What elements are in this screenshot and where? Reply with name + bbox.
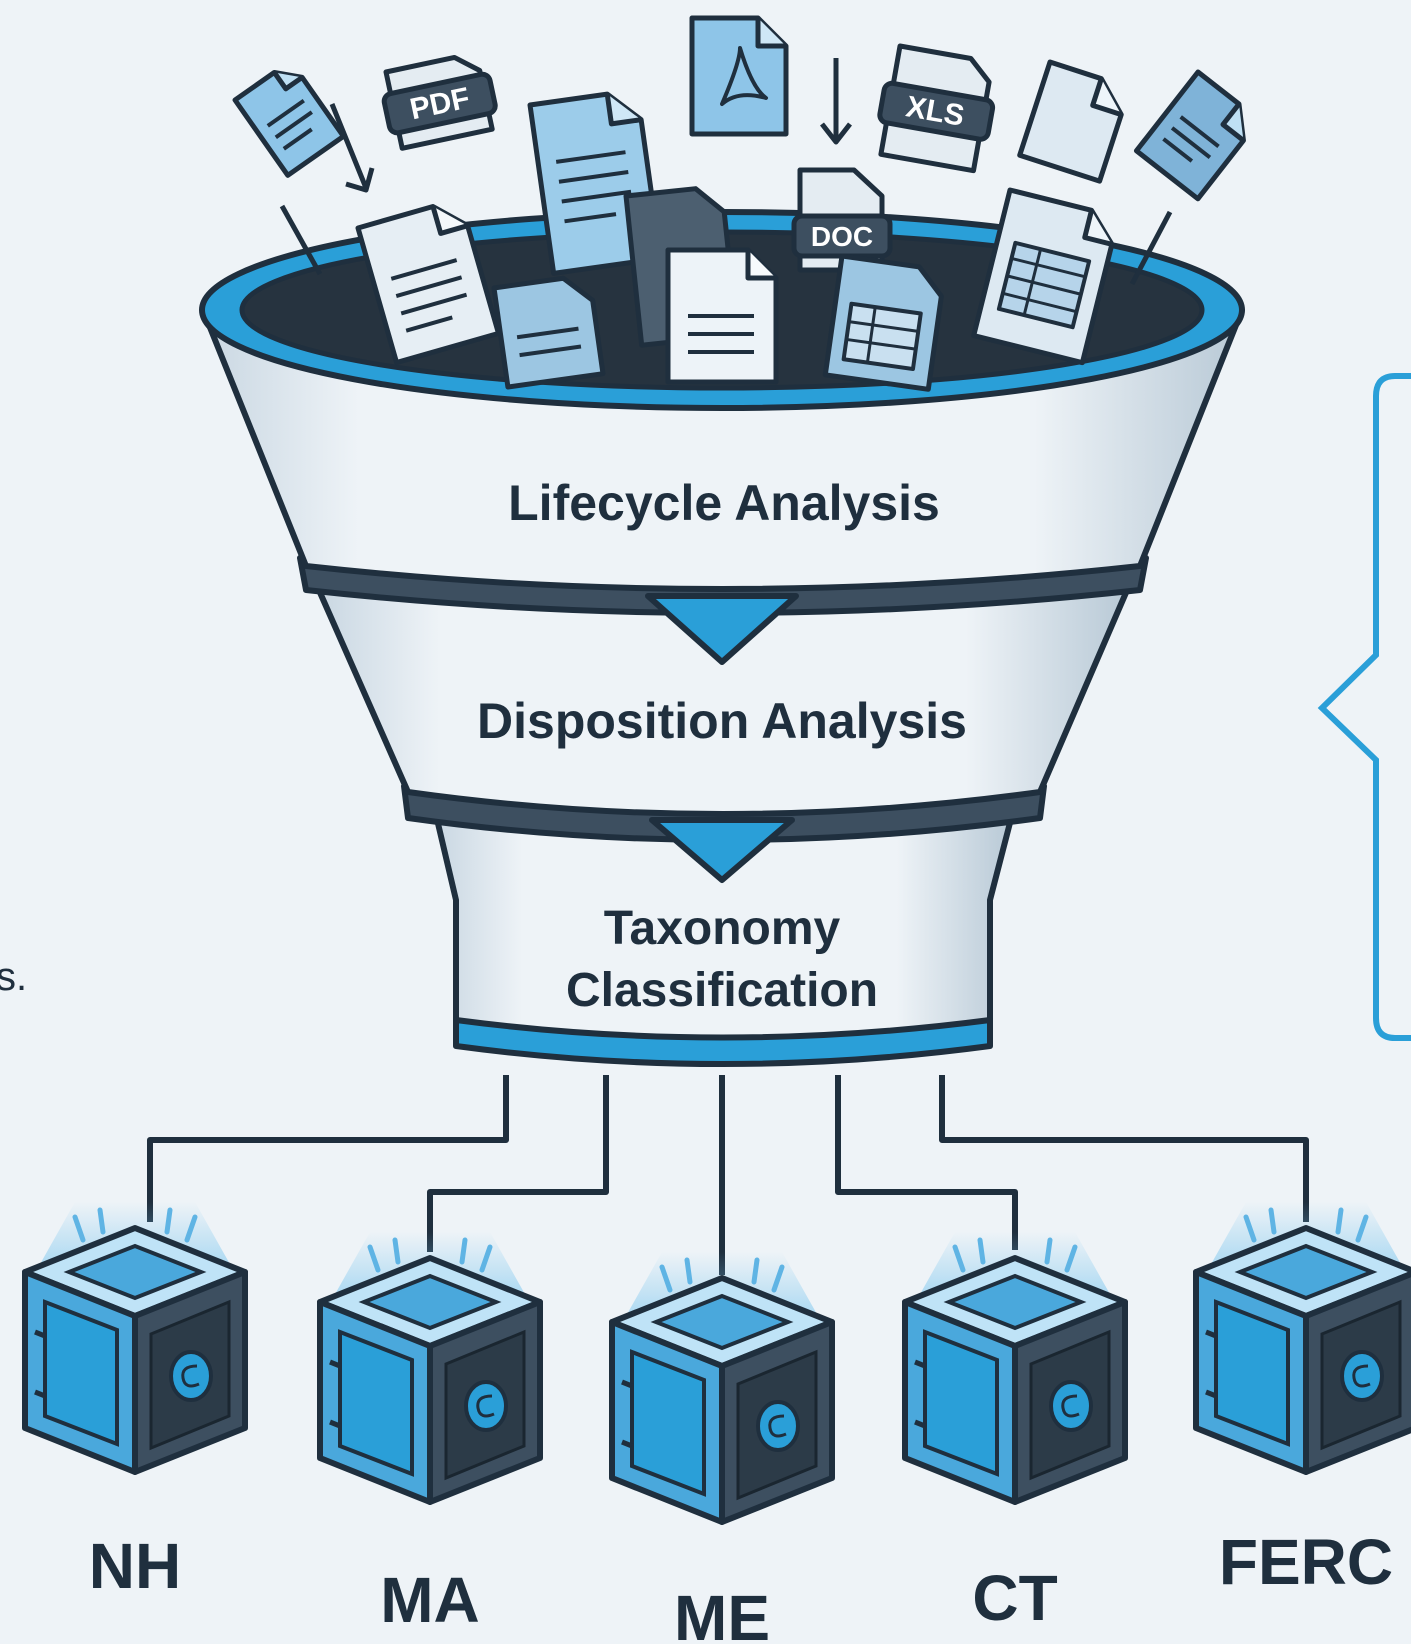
- arrow-down-icon: [329, 103, 375, 193]
- side-bracket: [1317, 373, 1411, 1041]
- document-icon: [355, 204, 501, 366]
- arrow-down-icon: [820, 58, 852, 145]
- funnel: [199, 209, 1245, 1067]
- vault-row: NH MA ME CT FERC: [22, 1202, 1411, 1644]
- stage-label-lifecycle: Lifecycle Analysis: [508, 475, 940, 531]
- vault-label: ME: [674, 1582, 770, 1644]
- document-icon: [1133, 69, 1246, 202]
- stage-label-taxonomy-line1: Taxonomy: [604, 902, 841, 955]
- connector-lines: [147, 1075, 1309, 1275]
- pdf-document-icon: [689, 15, 789, 137]
- stage-label-disposition: Disposition Analysis: [477, 693, 967, 749]
- pdf-tag-icon: PDF: [381, 54, 498, 151]
- spreadsheet-document-icon: [971, 187, 1115, 366]
- vault-icon: [902, 1232, 1128, 1505]
- arrow-down-icon: [649, 817, 795, 883]
- stage-label-taxonomy-line2: Classification: [566, 964, 878, 1017]
- vault-label: FERC: [1219, 1526, 1393, 1598]
- vault-label: NH: [89, 1530, 181, 1602]
- left-text-fragment: s.: [0, 955, 27, 999]
- document-icon: [232, 69, 346, 178]
- vault-label: CT: [972, 1562, 1057, 1634]
- doc-tag-icon: DOC: [791, 167, 893, 273]
- disposition-band: [315, 585, 1131, 817]
- vault-label: MA: [380, 1564, 480, 1636]
- document-icon: [1017, 59, 1124, 184]
- documents: PDF XLS: [232, 15, 1246, 392]
- document-icon: [665, 247, 779, 385]
- xls-tag-icon: XLS: [877, 43, 996, 174]
- bottom-rim: [453, 1017, 993, 1067]
- arrow-down-icon: [645, 593, 799, 665]
- document-icon: [491, 275, 606, 390]
- spreadsheet-document-icon: [822, 253, 944, 392]
- vault-icon: [609, 1252, 835, 1525]
- vault-icon: [317, 1232, 543, 1505]
- stage-arrows: [645, 593, 799, 883]
- svg-text:DOC: DOC: [811, 221, 873, 252]
- vault-icon: [22, 1202, 248, 1475]
- vault-icon: [1193, 1202, 1411, 1475]
